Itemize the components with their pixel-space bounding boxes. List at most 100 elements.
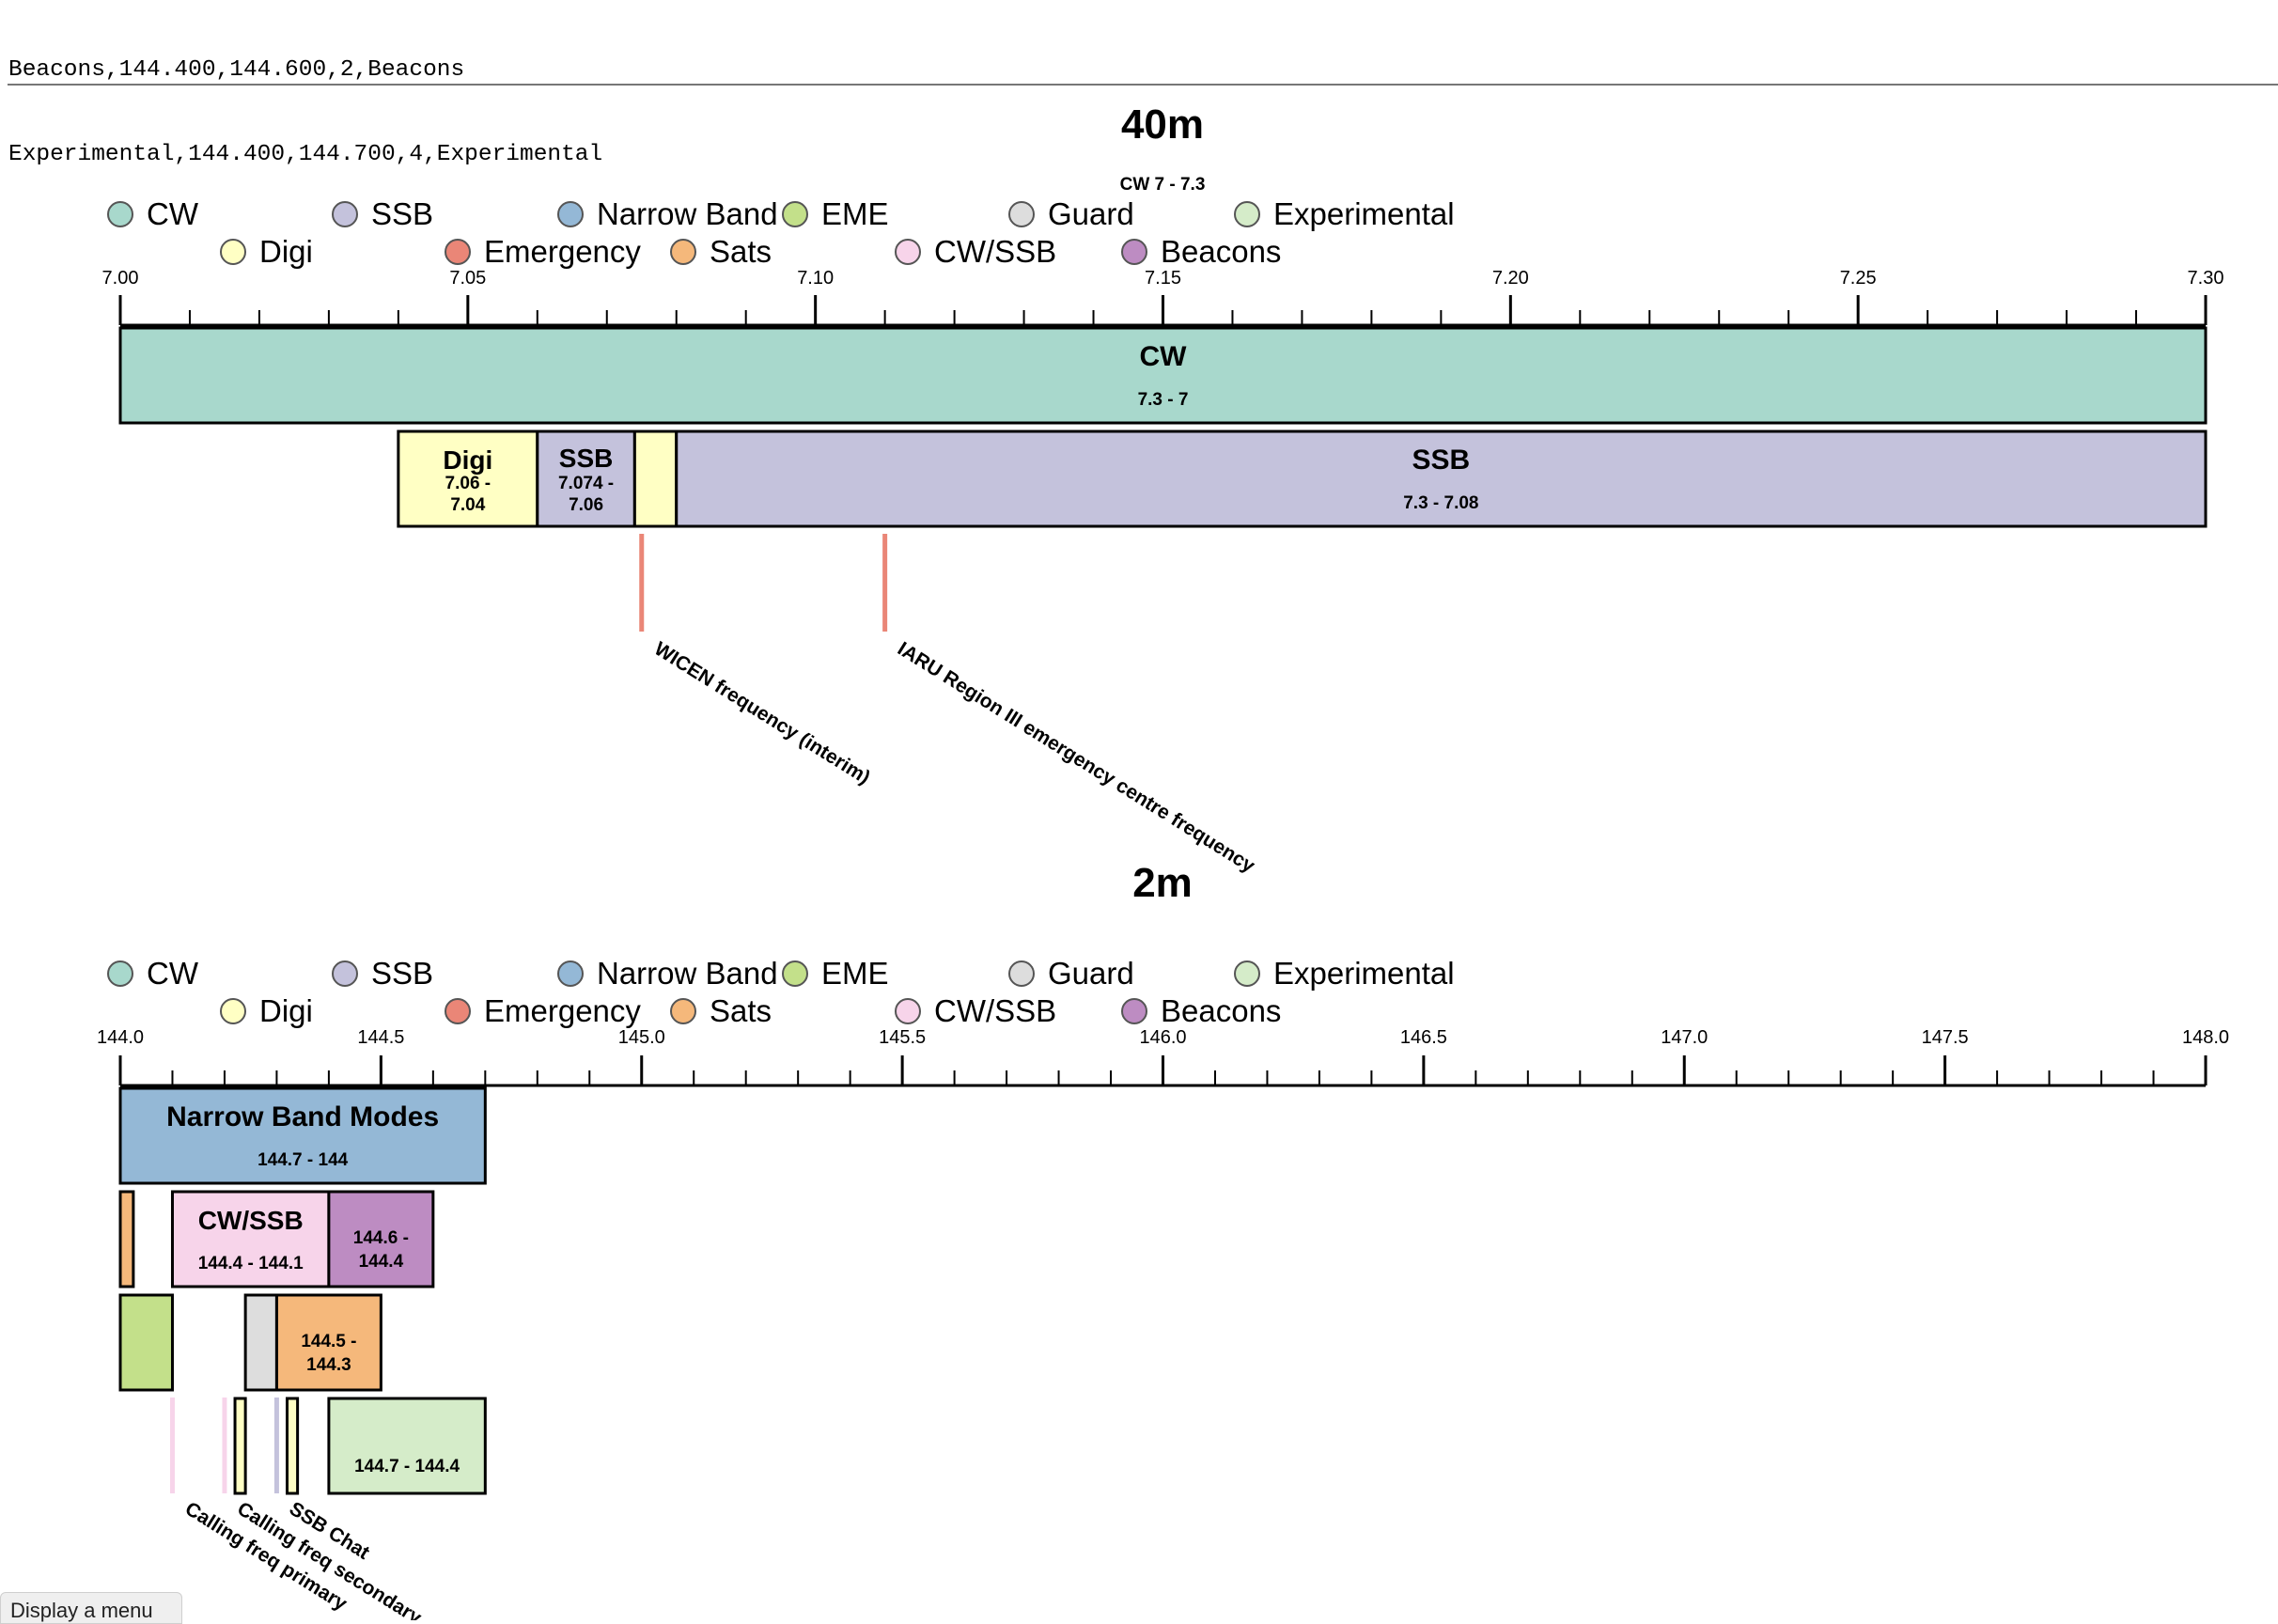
legend-item: Experimental: [1234, 956, 1455, 991]
tick-label: 146.5: [1400, 1027, 1447, 1048]
hover-label: CW 7 - 7.3: [1120, 175, 1206, 195]
legend-label: Beacons: [1161, 993, 1281, 1028]
legend-swatch: [220, 239, 246, 265]
marker-label: WICEN frequency (interim): [650, 638, 874, 789]
segment-range: 144.4: [359, 1252, 404, 1272]
band-segment[interactable]: SSB 7.3 - 7.08: [675, 429, 2208, 528]
legend-label: CW: [147, 956, 199, 991]
tick-label: 7.10: [797, 268, 834, 289]
legend-label: Beacons: [1161, 234, 1281, 269]
horizontal-rule: [8, 84, 2278, 86]
legend-swatch: [670, 239, 696, 265]
segment-rect: [118, 1293, 174, 1392]
segment-rect: [233, 1397, 247, 1495]
segment-label: CW/SSB: [198, 1206, 304, 1235]
legend-label: Emergency: [484, 993, 641, 1028]
legend-item: CW/SSB: [895, 234, 1056, 269]
legend-item: CW: [107, 956, 199, 991]
legend-swatch: [1234, 960, 1260, 987]
tick-label: 147.5: [1922, 1027, 1969, 1048]
band-segment[interactable]: 144.6 - 144.4: [327, 1190, 435, 1288]
tick-label: 7.15: [1145, 268, 1181, 289]
legend-swatch: [107, 960, 133, 987]
legend-swatch: [445, 239, 471, 265]
frequency-marker[interactable]: WICEN frequency (interim): [639, 534, 874, 789]
band-segment[interactable]: [118, 1190, 135, 1288]
legend-item: Guard: [1008, 196, 1134, 231]
legend-swatch: [670, 998, 696, 1024]
band-segment[interactable]: [286, 1397, 300, 1495]
legend-swatch: [1234, 201, 1260, 227]
legend-item: Narrow Band: [557, 956, 778, 991]
legend-label: EME: [821, 956, 889, 991]
display-menu-button[interactable]: Display a menu: [0, 1592, 182, 1624]
segment-rect: [327, 1190, 435, 1288]
legend-swatch: [557, 201, 584, 227]
legend-swatch: [445, 998, 471, 1024]
segment-label: SSB: [559, 444, 614, 473]
segment-rect: [243, 1293, 278, 1392]
legend-item: Emergency: [445, 993, 641, 1028]
tick-label: 7.05: [449, 268, 486, 289]
frequency-marker[interactable]: IARU Region III emergency centre frequen…: [882, 534, 1259, 878]
legend-label: Sats: [710, 993, 772, 1028]
segment-range: 144.3: [306, 1355, 351, 1375]
band-segment[interactable]: [632, 429, 679, 528]
band-segment[interactable]: CW 7.3 - 7: [118, 326, 2208, 425]
segment-range: 144.6 -: [353, 1228, 409, 1248]
segment-rect: [118, 1190, 135, 1288]
segment-rect: [286, 1397, 300, 1495]
legend-item: Experimental: [1234, 196, 1455, 231]
tick-label: 144.0: [97, 1027, 144, 1048]
legend-item: EME: [782, 956, 889, 991]
segment-label: CW: [1140, 341, 1188, 372]
segment-rect: [632, 429, 679, 528]
segment-range: 144.7 - 144: [257, 1150, 349, 1170]
legend-item: Digi: [220, 234, 313, 269]
band-segment[interactable]: 144.7 - 144.4: [327, 1397, 487, 1495]
legend-label: CW/SSB: [934, 993, 1056, 1028]
segment-range: 7.3 - 7.08: [1403, 493, 1478, 513]
tick-label: 7.00: [102, 268, 139, 289]
legend-swatch: [782, 201, 808, 227]
tick-label: 7.30: [2188, 268, 2224, 289]
frequency-marker[interactable]: Calling freq primary: [169, 1398, 351, 1616]
legend-item: CW: [107, 196, 199, 231]
legend-swatch: [107, 201, 133, 227]
legend-item: Beacons: [1121, 993, 1281, 1028]
tick-label: 7.20: [1492, 268, 1529, 289]
segment-label: SSB: [1412, 445, 1471, 476]
legend-label: Sats: [710, 234, 772, 269]
legend-swatch: [332, 960, 358, 987]
segment-range: 144.4 - 144.1: [198, 1254, 304, 1273]
legend-item: Sats: [670, 993, 772, 1028]
segment-range: 7.3 - 7: [1138, 390, 1189, 410]
segment-range: 7.074 -: [558, 474, 614, 493]
csv-source-text: Beacons,144.400,144.600,2,Beacons Experi…: [8, 0, 602, 197]
tick-label: 145.5: [879, 1027, 926, 1048]
segment-range: 7.06 -: [445, 474, 491, 493]
legend-item: Beacons: [1121, 234, 1281, 269]
legend-label: SSB: [371, 956, 433, 991]
legend-swatch: [332, 201, 358, 227]
legend-item: SSB: [332, 196, 433, 231]
segment-range: 144.5 -: [301, 1332, 356, 1351]
legend-item: Narrow Band: [557, 196, 778, 231]
legend-item: Emergency: [445, 234, 641, 269]
legend-item: Sats: [670, 234, 772, 269]
band-segment[interactable]: [243, 1293, 278, 1392]
segment-rect: [274, 1293, 382, 1392]
segment-rect: [327, 1397, 487, 1495]
legend-swatch: [557, 960, 584, 987]
band-segment[interactable]: CW/SSB 144.4 - 144.1: [170, 1190, 331, 1288]
band-segment[interactable]: [118, 1293, 174, 1392]
marker-label: IARU Region III emergency centre frequen…: [894, 638, 1259, 878]
band-segment[interactable]: 144.5 - 144.3: [274, 1293, 382, 1392]
band-segment[interactable]: [233, 1397, 247, 1495]
band-title: 40m: [1121, 102, 1204, 148]
